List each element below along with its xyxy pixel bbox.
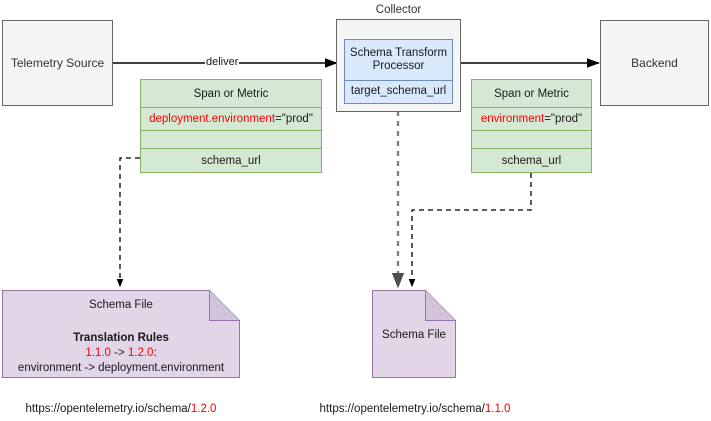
rule-version-to: 1.2.0 (127, 347, 154, 359)
span-left-schema-url: schema_url (201, 154, 261, 167)
span-right-schema-url: schema_url (501, 154, 562, 167)
span-left-blank-row (141, 131, 321, 149)
span-left-attr-key: deployment.environment (149, 113, 276, 125)
rule-version-arrow: -> (110, 347, 128, 359)
telemetry-source-label: Telemetry Source (10, 56, 105, 70)
span-right-attr-value: ="prod" (544, 113, 583, 125)
collector-title: Collector (375, 4, 422, 16)
rule-version-from: 1.1.0 (85, 347, 111, 359)
processor-target-schema-url: target_schema_url (350, 85, 447, 98)
caption-url-right-version: 1.1.0 (484, 403, 511, 415)
caption-url-left: https://opentelemetry.io/schema/1.2.0 (2, 403, 240, 415)
node-span-or-metric-right[interactable]: Span or Metric environment="prod" schema… (471, 79, 592, 173)
schema-file-left-rule-body: environment -> deployment.environment (17, 362, 225, 374)
schema-file-left-rule-versions: 1.1.0 -> 1.2.0: (2, 346, 240, 360)
node-schema-file-left[interactable]: Schema File Translation Rules 1.1.0 -> 1… (2, 290, 240, 378)
schema-file-left-rules-heading: Translation Rules (73, 332, 169, 344)
caption-url-right-base: https://opentelemetry.io/schema/ (319, 403, 485, 415)
edge-right-span-to-schema-file (408, 173, 532, 288)
schema-file-right-title: Schema File (382, 329, 446, 341)
span-right-attr-key: environment (480, 113, 545, 125)
span-left-header: Span or Metric (141, 80, 321, 108)
span-right-header: Span or Metric (472, 80, 591, 108)
span-right-attribute: environment="prod" (472, 108, 591, 131)
schema-file-left-title: Schema File (89, 299, 153, 311)
backend-label: Backend (631, 56, 678, 70)
node-schema-file-right[interactable]: Schema File (372, 290, 456, 378)
node-telemetry-source[interactable]: Telemetry Source (2, 20, 113, 106)
rule-version-colon: : (153, 347, 157, 359)
edge-label-deliver: deliver (205, 56, 240, 68)
span-right-blank-row (472, 131, 591, 149)
caption-url-left-version: 1.2.0 (190, 403, 217, 415)
caption-url-right: https://opentelemetry.io/schema/1.1.0 (300, 403, 530, 415)
processor-title: Schema Transform Processor (345, 40, 452, 81)
node-span-or-metric-left[interactable]: Span or Metric deployment.environment="p… (140, 79, 322, 173)
span-left-attribute: deployment.environment="prod" (141, 108, 321, 131)
edge-left-span-to-schema-file (116, 157, 140, 288)
node-backend[interactable]: Backend (600, 20, 709, 106)
schema-file-left-shape (2, 290, 240, 378)
caption-url-left-base: https://opentelemetry.io/schema/ (25, 403, 191, 415)
span-left-attr-value: ="prod" (275, 113, 313, 125)
node-schema-transform-processor[interactable]: Schema Transform Processor target_schema… (344, 39, 453, 104)
schema-file-right-shape (372, 290, 456, 378)
